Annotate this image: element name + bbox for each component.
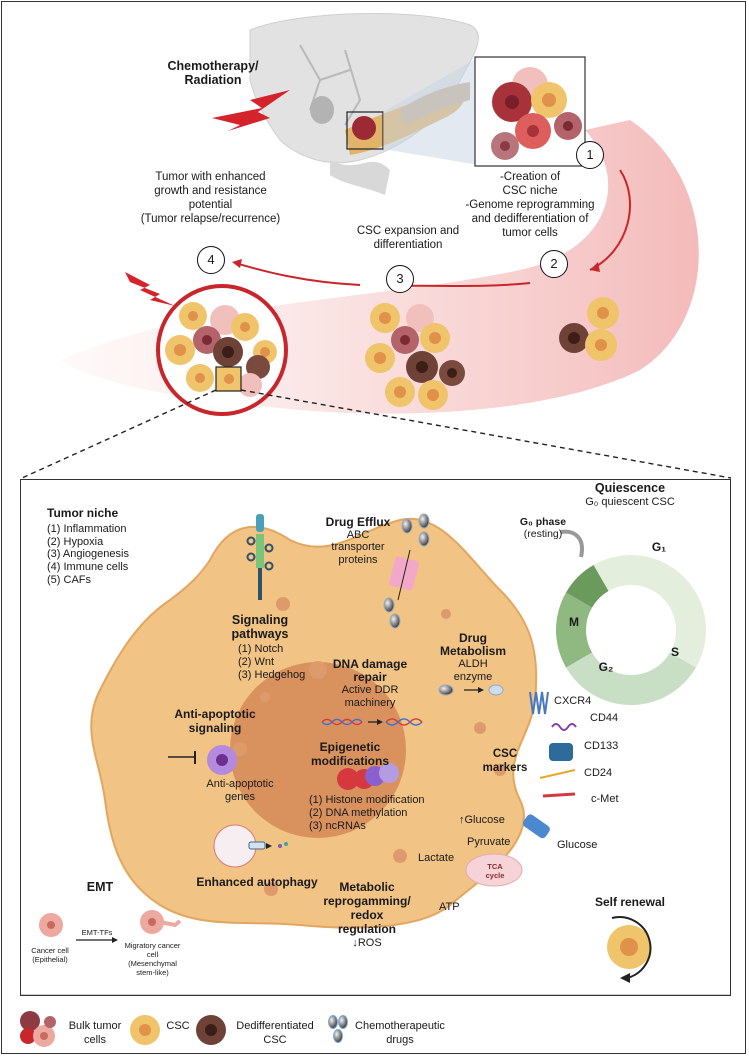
cell-cycle-segment-1 [566,652,696,705]
tumor-cluster [491,67,582,160]
cell-cycle-segment-3 [566,565,609,608]
emt-tfs-label: EMT-TFs [81,928,113,937]
csc-marker-icons [522,691,577,839]
radiation-bolt-icon [212,90,290,131]
chemo-radiation-label: Chemotherapy/Radiation [167,59,259,87]
abc-transporter-icon [388,549,420,601]
csc-inset-panel [20,479,731,996]
phase-label-g1: G₁ [651,540,667,554]
tumor-niche-list: Tumor niche (1) Inflammation(2) Hypoxia(… [47,506,129,586]
pyruvate-label: Pyruvate [467,836,511,848]
anti-apoptotic-cell-icon [168,745,237,775]
dna-repair-icon [321,718,423,726]
drug-pill-icons [383,513,504,696]
g0-phase-label: G₀ phase(resting) [519,516,567,540]
mitochondrion-icon [465,853,523,887]
glucose-up-label: ↑Glucose [459,814,505,826]
emt-cells-icon [39,910,182,943]
legend-csc: CSC [166,1020,190,1032]
radiation-bolt-icon-2 [125,272,175,306]
self-renewal-icon [607,916,652,983]
step-3-badge: 3 [386,265,414,293]
emt-title: EMT [86,880,114,894]
glucose-outside-label: Glucose [557,839,598,851]
signaling-receptor-icon [246,514,274,600]
marker-cd24: CD24 [584,767,613,779]
phase-label-s: S [670,645,679,659]
epigenetic-list: (1) Histone modification(2) DNA methylat… [309,794,425,832]
marker-cd133: CD133 [584,740,619,752]
nucleus [230,662,406,838]
marker-c-met: c-Met [591,793,619,805]
cell-cycle-donut [556,529,706,705]
step-2-badge: 2 [540,250,568,278]
legend-icons [20,994,731,1047]
cell-cycle-segment-0 [593,555,706,668]
step-1-badge: 1 [576,141,604,169]
marker-cd44: CD44 [590,712,619,724]
phase-label-g2: G₂ [598,660,614,674]
step-4-badge: 4 [197,246,225,274]
epithelial-cell-label: Cancer cell(Epithelial) [31,946,69,964]
lactate-label: Lactate [418,852,455,864]
autophagosome-icon [213,824,288,868]
self-renewal-title: Self renewal [594,895,666,909]
relapse-tumor [156,284,288,416]
marker-cxcr4: CXCR4 [554,695,592,707]
cell-cycle-segment-2 [556,592,593,668]
enhanced-autophagy: Enhanced autophagy [196,875,318,889]
phase-label-m: M [569,615,579,629]
histone-marks-icon [337,763,399,790]
dedifferentiated-cluster [559,297,619,361]
atp-label: ATP [439,901,460,913]
expanding-tumor [365,303,465,410]
